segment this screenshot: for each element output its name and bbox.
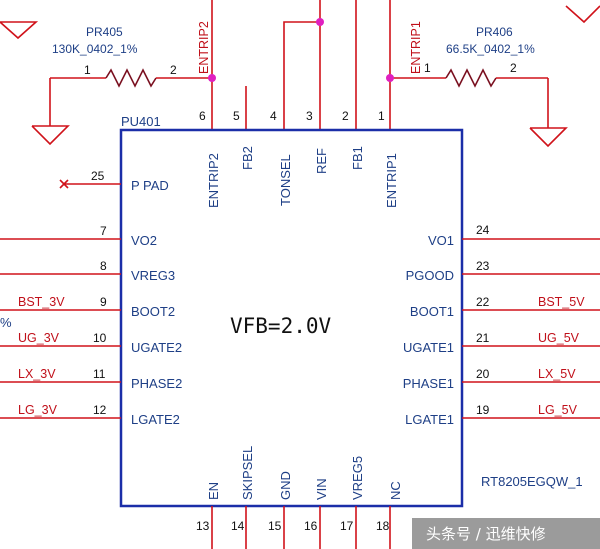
pin-name-tonsel: TONSEL: [278, 154, 293, 206]
pin-num-20: 20: [476, 367, 490, 381]
pin-name-gnd: GND: [278, 471, 293, 500]
pin-num-25: 25: [91, 169, 105, 183]
ground-symbol-top-left: [0, 21, 39, 40]
pin-name-ugate1: UGATE1: [403, 340, 454, 355]
pin-num-13: 13: [196, 519, 210, 533]
ground-symbol-left: [31, 78, 70, 146]
pin-num-15: 15: [268, 519, 282, 533]
net-label-entrip2: ENTRIP2: [197, 21, 211, 74]
resistor-pr406[interactable]: [390, 68, 548, 88]
junction-dot-ref: [316, 18, 324, 26]
pin-name-lgate1: LGATE1: [405, 412, 454, 427]
pin-name-phase2: PHASE2: [131, 376, 182, 391]
pin-name-vreg5: VREG5: [350, 456, 365, 500]
pr405-value: 130K_0402_1%: [52, 42, 138, 56]
pin-name-phase1: PHASE1: [403, 376, 454, 391]
pin-num-1: 1: [378, 109, 385, 123]
pin-name-p-pad: P PAD: [131, 178, 169, 193]
pr406-value: 66.5K_0402_1%: [446, 42, 535, 56]
pin-name-pgood: PGOOD: [406, 268, 454, 283]
pin-name-skipsel: SKIPSEL: [240, 446, 255, 500]
pin-num-14: 14: [231, 519, 245, 533]
pr406-ref: PR406: [476, 25, 513, 39]
resistor-pr405[interactable]: [50, 68, 212, 88]
pin-name-lgate2: LGATE2: [131, 412, 180, 427]
pin-name-vo2: VO2: [131, 233, 157, 248]
net-label-ug-3v: UG_3V: [18, 331, 60, 345]
pin-num-3: 3: [306, 109, 313, 123]
pin-num-10: 10: [93, 331, 107, 345]
pin-num-7: 7: [100, 224, 107, 238]
junction-dot-entrip1: [386, 74, 394, 82]
pin-name-boot2: BOOT2: [131, 304, 175, 319]
ground-symbol-top-right: [565, 5, 600, 24]
pin-num-8: 8: [100, 259, 107, 273]
pin-num-12: 12: [93, 403, 107, 417]
watermark-text: 头条号 / 迅维快修: [426, 525, 546, 543]
no-connect-x-icon: [59, 179, 69, 189]
pr406-pin2: 2: [510, 61, 517, 75]
pin-name-en: EN: [206, 482, 221, 500]
net-label-lx-3v: LX_3V: [18, 367, 56, 381]
pin-name-nc: NC: [388, 481, 403, 500]
net-label-lg-5v: LG_5V: [538, 403, 578, 417]
pin-num-5: 5: [233, 109, 240, 123]
pin-name-vreg3: VREG3: [131, 268, 175, 283]
ic-ref: PU401: [121, 114, 161, 129]
left-edge-mark: %: [0, 315, 12, 330]
pin-num-4: 4: [270, 109, 277, 123]
net-label-bst-3v: BST_3V: [18, 295, 65, 309]
ic-part-number: RT8205EGQW_1: [481, 474, 583, 489]
pr405-ref: PR405: [86, 25, 123, 39]
pin-num-6: 6: [199, 109, 206, 123]
pr405-pin2: 2: [170, 63, 177, 77]
left-pin-wires: [0, 183, 121, 419]
pin-num-24: 24: [476, 223, 490, 237]
ic-body[interactable]: [119, 128, 464, 508]
pin-num-23: 23: [476, 259, 490, 273]
pin-num-18: 18: [376, 519, 390, 533]
pin-num-2: 2: [342, 109, 349, 123]
ic-center-text: VFB=2.0V: [230, 314, 332, 338]
pin-num-22: 22: [476, 295, 490, 309]
pin-name-fb1: FB1: [350, 146, 365, 170]
pin-num-11: 11: [93, 367, 106, 381]
pin-name-fb2: FB2: [240, 146, 255, 170]
pin-name-boot1: BOOT1: [410, 304, 454, 319]
bottom-pin-wires: [211, 506, 391, 549]
ground-symbol-right: [529, 78, 568, 148]
pin-name-vo1: VO1: [428, 233, 454, 248]
pin-name-entrip1: ENTRIP1: [384, 153, 399, 208]
junction-dot-entrip2: [208, 74, 216, 82]
net-label-entrip1: ENTRIP1: [409, 21, 423, 74]
pr406-pin1: 1: [424, 61, 431, 75]
net-label-lx-5v: LX_5V: [538, 367, 576, 381]
pin-num-17: 17: [340, 519, 354, 533]
pin-name-ref: REF: [314, 148, 329, 174]
net-label-bst-5v: BST_5V: [538, 295, 585, 309]
net-label-lg-3v: LG_3V: [18, 403, 58, 417]
watermark: 头条号 / 迅维快修: [412, 518, 600, 549]
pr405-pin1: 1: [84, 63, 91, 77]
net-label-ug-5v: UG_5V: [538, 331, 580, 345]
pin-name-vin: VIN: [314, 478, 329, 500]
right-pin-wires: [462, 238, 600, 419]
pin-num-21: 21: [476, 331, 490, 345]
pin-name-entrip2: ENTRIP2: [206, 153, 221, 208]
pin-num-9: 9: [100, 295, 107, 309]
pin-name-ugate2: UGATE2: [131, 340, 182, 355]
pin-num-19: 19: [476, 403, 490, 417]
pin-num-16: 16: [304, 519, 318, 533]
